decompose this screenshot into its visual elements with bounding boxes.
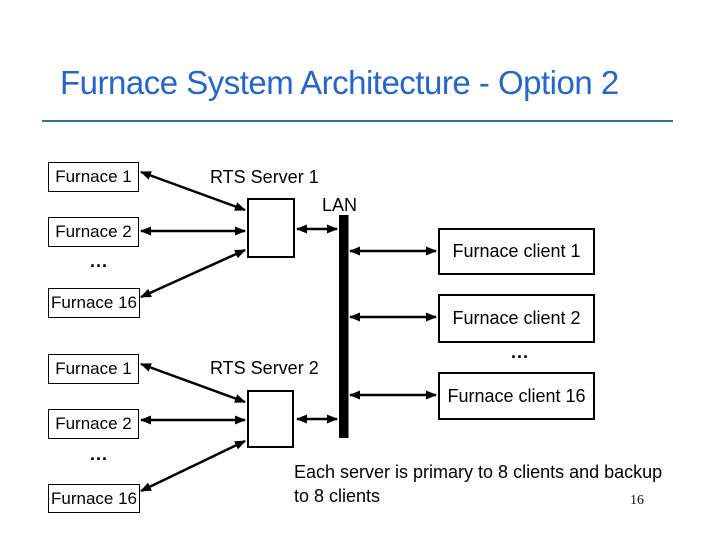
note: Each server is primary to 8 clients and … xyxy=(294,460,662,508)
client-ellipsis: ... xyxy=(511,342,530,362)
furnace-2-box-group-1: Furnace 2 xyxy=(48,217,139,247)
title-underline xyxy=(42,120,673,122)
furnace-client-1-box: Furnace client 1 xyxy=(438,228,595,275)
page-number: 16 xyxy=(630,493,644,508)
arrow-furnace1-server1 xyxy=(140,170,246,212)
furnace-client-2-box: Furnace client 2 xyxy=(438,294,595,343)
lan-label: LAN xyxy=(322,195,358,215)
arrow-furnace1-server2 xyxy=(140,362,246,404)
arrow-furnace16-server2 xyxy=(140,439,246,493)
furnace-16-box-group-2: Furnace 16 xyxy=(48,484,140,513)
furnace-16-box-group-1: Furnace 16 xyxy=(48,288,140,318)
furnace-ellipsis-group-2: ... xyxy=(90,444,109,464)
furnace-client-16-box: Furnace client 16 xyxy=(438,372,595,420)
rts-server-2-label: RTS Server 2 xyxy=(210,358,319,378)
furnace-1-box-group-1: Furnace 1 xyxy=(48,162,139,192)
note-line-1: Each server is primary to 8 clients and … xyxy=(294,462,663,482)
arrow-furnace16-server1 xyxy=(140,248,246,299)
rts-server-1-box xyxy=(247,198,295,258)
furnace-2-box-group-2: Furnace 2 xyxy=(48,409,139,439)
note-line-2: to 8 clients xyxy=(294,486,381,506)
furnace-ellipsis-group-1: ... xyxy=(90,251,109,271)
rts-server-2-box xyxy=(247,390,294,448)
furnace-1-box-group-2: Furnace 1 xyxy=(48,354,139,384)
lan-bus-bar xyxy=(339,215,349,438)
page-title: Furnace System Architecture - Option 2 xyxy=(60,64,619,101)
rts-server-1-label: RTS Server 1 xyxy=(210,167,319,187)
